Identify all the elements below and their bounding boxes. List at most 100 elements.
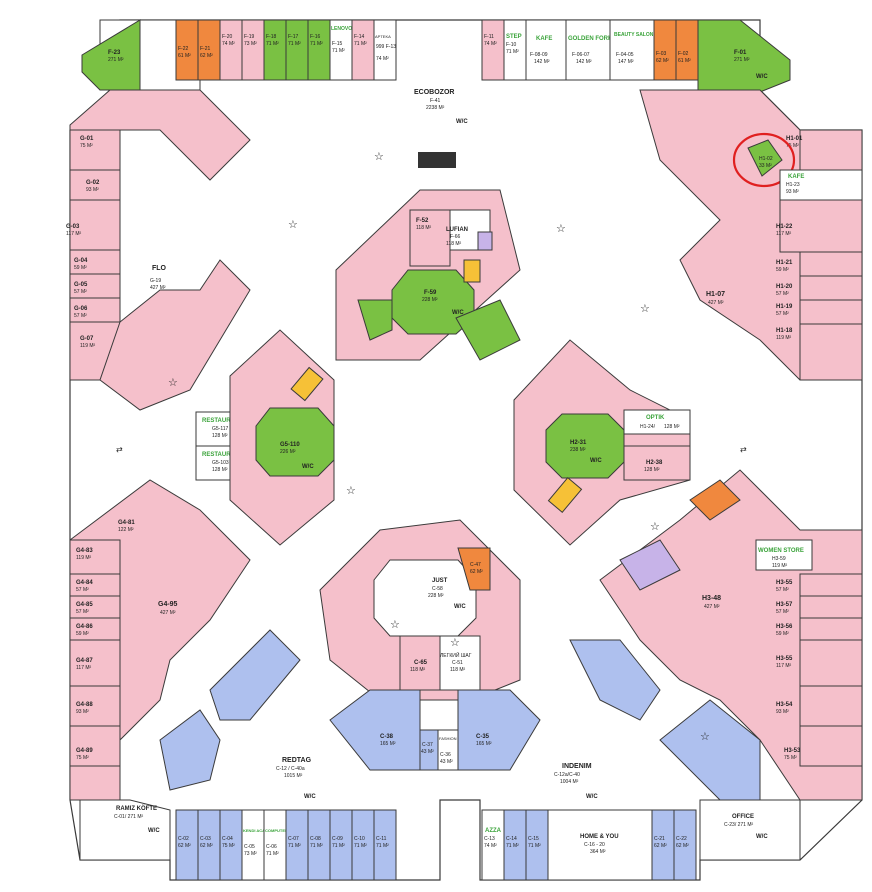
unit-F52[interactable] [409, 209, 451, 267]
unit-blue-left-lower[interactable] [159, 709, 221, 791]
unit-G02[interactable] [69, 169, 121, 201]
unit-G5-110[interactable] [255, 407, 335, 477]
unit-F14-area: 71 M² [354, 41, 367, 47]
star-marker-icon: ☆ [168, 377, 178, 389]
unit-C05-area: 73 M² [244, 851, 257, 857]
unit-F20[interactable] [219, 19, 243, 81]
unit-H356-code: H3-56 [776, 624, 793, 630]
unit-G01[interactable] [69, 129, 121, 171]
unit-G04[interactable] [69, 249, 121, 275]
unit-F41-brand: ECOBOZOR [414, 89, 454, 96]
unit-C10-area: 71 M² [354, 843, 367, 849]
unit-C-23[interactable] [699, 799, 801, 861]
unit-G5117-code: G5-117 [212, 426, 229, 432]
unit-H3-56[interactable] [799, 617, 863, 641]
unit-H107-code: H1-07 [706, 291, 725, 298]
unit-H1-23[interactable] [779, 169, 863, 201]
unit-F03[interactable] [653, 19, 677, 81]
unit-C-47[interactable] [457, 547, 491, 591]
unit-H123-brand: KAFE [788, 174, 804, 180]
unit-F59-code: F-59 [424, 290, 437, 296]
unit-H2-38[interactable] [623, 445, 691, 481]
unit-F22-area: 61 M² [178, 53, 191, 59]
unit-h3-orange-a[interactable] [689, 479, 741, 521]
unit-F59[interactable] [391, 269, 475, 335]
wc-label-north: W/C [452, 310, 464, 316]
unit-C-38[interactable] [329, 689, 421, 771]
unit-H3-54[interactable] [799, 685, 863, 727]
unit-F16[interactable] [307, 19, 331, 81]
unit-F14-code: F-14 [354, 34, 365, 40]
unit-C-22[interactable] [673, 809, 697, 881]
unit-G04-code: G-04 [74, 258, 88, 264]
unit-C-35[interactable] [457, 689, 541, 771]
top-left-row: F-23 271 M² F-22 61 M² F-21 62 M² F-20 7… [81, 19, 397, 91]
unit-H1-02[interactable] [747, 139, 783, 177]
unit-F19[interactable] [241, 19, 265, 81]
unit-G4-87[interactable] [69, 639, 121, 687]
unit-C-65[interactable] [399, 635, 441, 691]
unit-F16-area: 71 M² [310, 41, 323, 47]
unit-C-51[interactable] [439, 635, 481, 691]
unit-F06-07[interactable] [565, 19, 611, 81]
unit-F18-code: F-18 [266, 34, 277, 40]
unit-H1-22[interactable] [779, 199, 863, 253]
unit-C-11[interactable] [373, 809, 397, 881]
west-cluster: RESTAURANT G5-117 128 M² RESTAURANT G5-1… [195, 329, 335, 546]
unit-G4-83[interactable] [69, 539, 121, 575]
unit-F13[interactable] [373, 19, 397, 81]
unit-F11[interactable] [481, 19, 505, 81]
unit-H348-area: 427 M² [704, 604, 720, 610]
unit-F02[interactable] [675, 19, 699, 81]
unit-H354-code: H3-54 [776, 702, 793, 708]
unit-h3-purple[interactable] [619, 539, 681, 591]
unit-C07-code: C-07 [288, 836, 299, 842]
unit-F17[interactable] [285, 19, 309, 81]
unit-H231-area: 238 M² [570, 447, 586, 453]
unit-F01-code: F-01 [734, 50, 747, 56]
unit-H1-21[interactable] [799, 251, 863, 277]
unit-C21-area: 62 M² [654, 843, 667, 849]
unit-G06[interactable] [69, 297, 121, 323]
unit-H1-20[interactable] [799, 275, 863, 301]
unit-F13-brand: APTEKA [375, 34, 391, 39]
unit-north-green-right[interactable] [455, 299, 521, 361]
unit-F04-05[interactable] [609, 19, 655, 81]
south-cluster: JUST C-58 228 M² W/C C-47 62 M² C-65 118… [319, 519, 521, 701]
unit-H3-53[interactable] [799, 725, 863, 767]
unit-H3-55b[interactable] [799, 639, 863, 687]
star-marker-icon: ☆ [450, 637, 460, 649]
unit-F14[interactable] [351, 19, 375, 81]
unit-H1-19[interactable] [799, 299, 863, 325]
unit-G487-code: G4-87 [76, 658, 93, 664]
unit-F18[interactable] [263, 19, 287, 81]
unit-G07-area: 119 M² [80, 343, 96, 349]
unit-H2-31[interactable] [545, 413, 625, 479]
entrance-west-icon: ⇄ [116, 445, 123, 454]
unit-C-01[interactable] [79, 799, 171, 861]
unit-F08-09[interactable] [525, 19, 567, 81]
unit-C65-code: C-65 [414, 660, 428, 666]
unit-H3-57[interactable] [799, 595, 863, 619]
unit-north-green-left[interactable] [357, 299, 393, 341]
unit-H1-18[interactable] [799, 323, 863, 381]
unit-G4-89[interactable] [69, 725, 121, 767]
unit-C35-area: 165 M² [476, 741, 492, 747]
unit-H1-01[interactable] [799, 129, 863, 171]
unit-F01[interactable] [697, 19, 791, 93]
unit-C03-area: 62 M² [200, 843, 213, 849]
unit-C35-code: C-35 [476, 734, 490, 740]
unit-C06-area: 71 M² [266, 851, 279, 857]
unit-H1-24[interactable] [623, 409, 691, 435]
unit-F17-code: F-17 [288, 34, 299, 40]
star-marker-icon: ☆ [650, 521, 660, 533]
unit-blue-right-lower[interactable] [659, 699, 761, 801]
unit-G01-area: 75 M² [80, 143, 93, 149]
unit-G5117-brand: RESTAURANT [202, 418, 243, 424]
unit-H3-59[interactable] [755, 539, 813, 571]
unit-H3-55a[interactable] [799, 573, 863, 597]
unit-G485-code: G4-85 [76, 602, 93, 608]
unit-blue-left-cluster[interactable] [209, 629, 301, 721]
unit-blue-right-cluster[interactable] [569, 639, 661, 721]
unit-G487-area: 117 M² [76, 665, 92, 671]
